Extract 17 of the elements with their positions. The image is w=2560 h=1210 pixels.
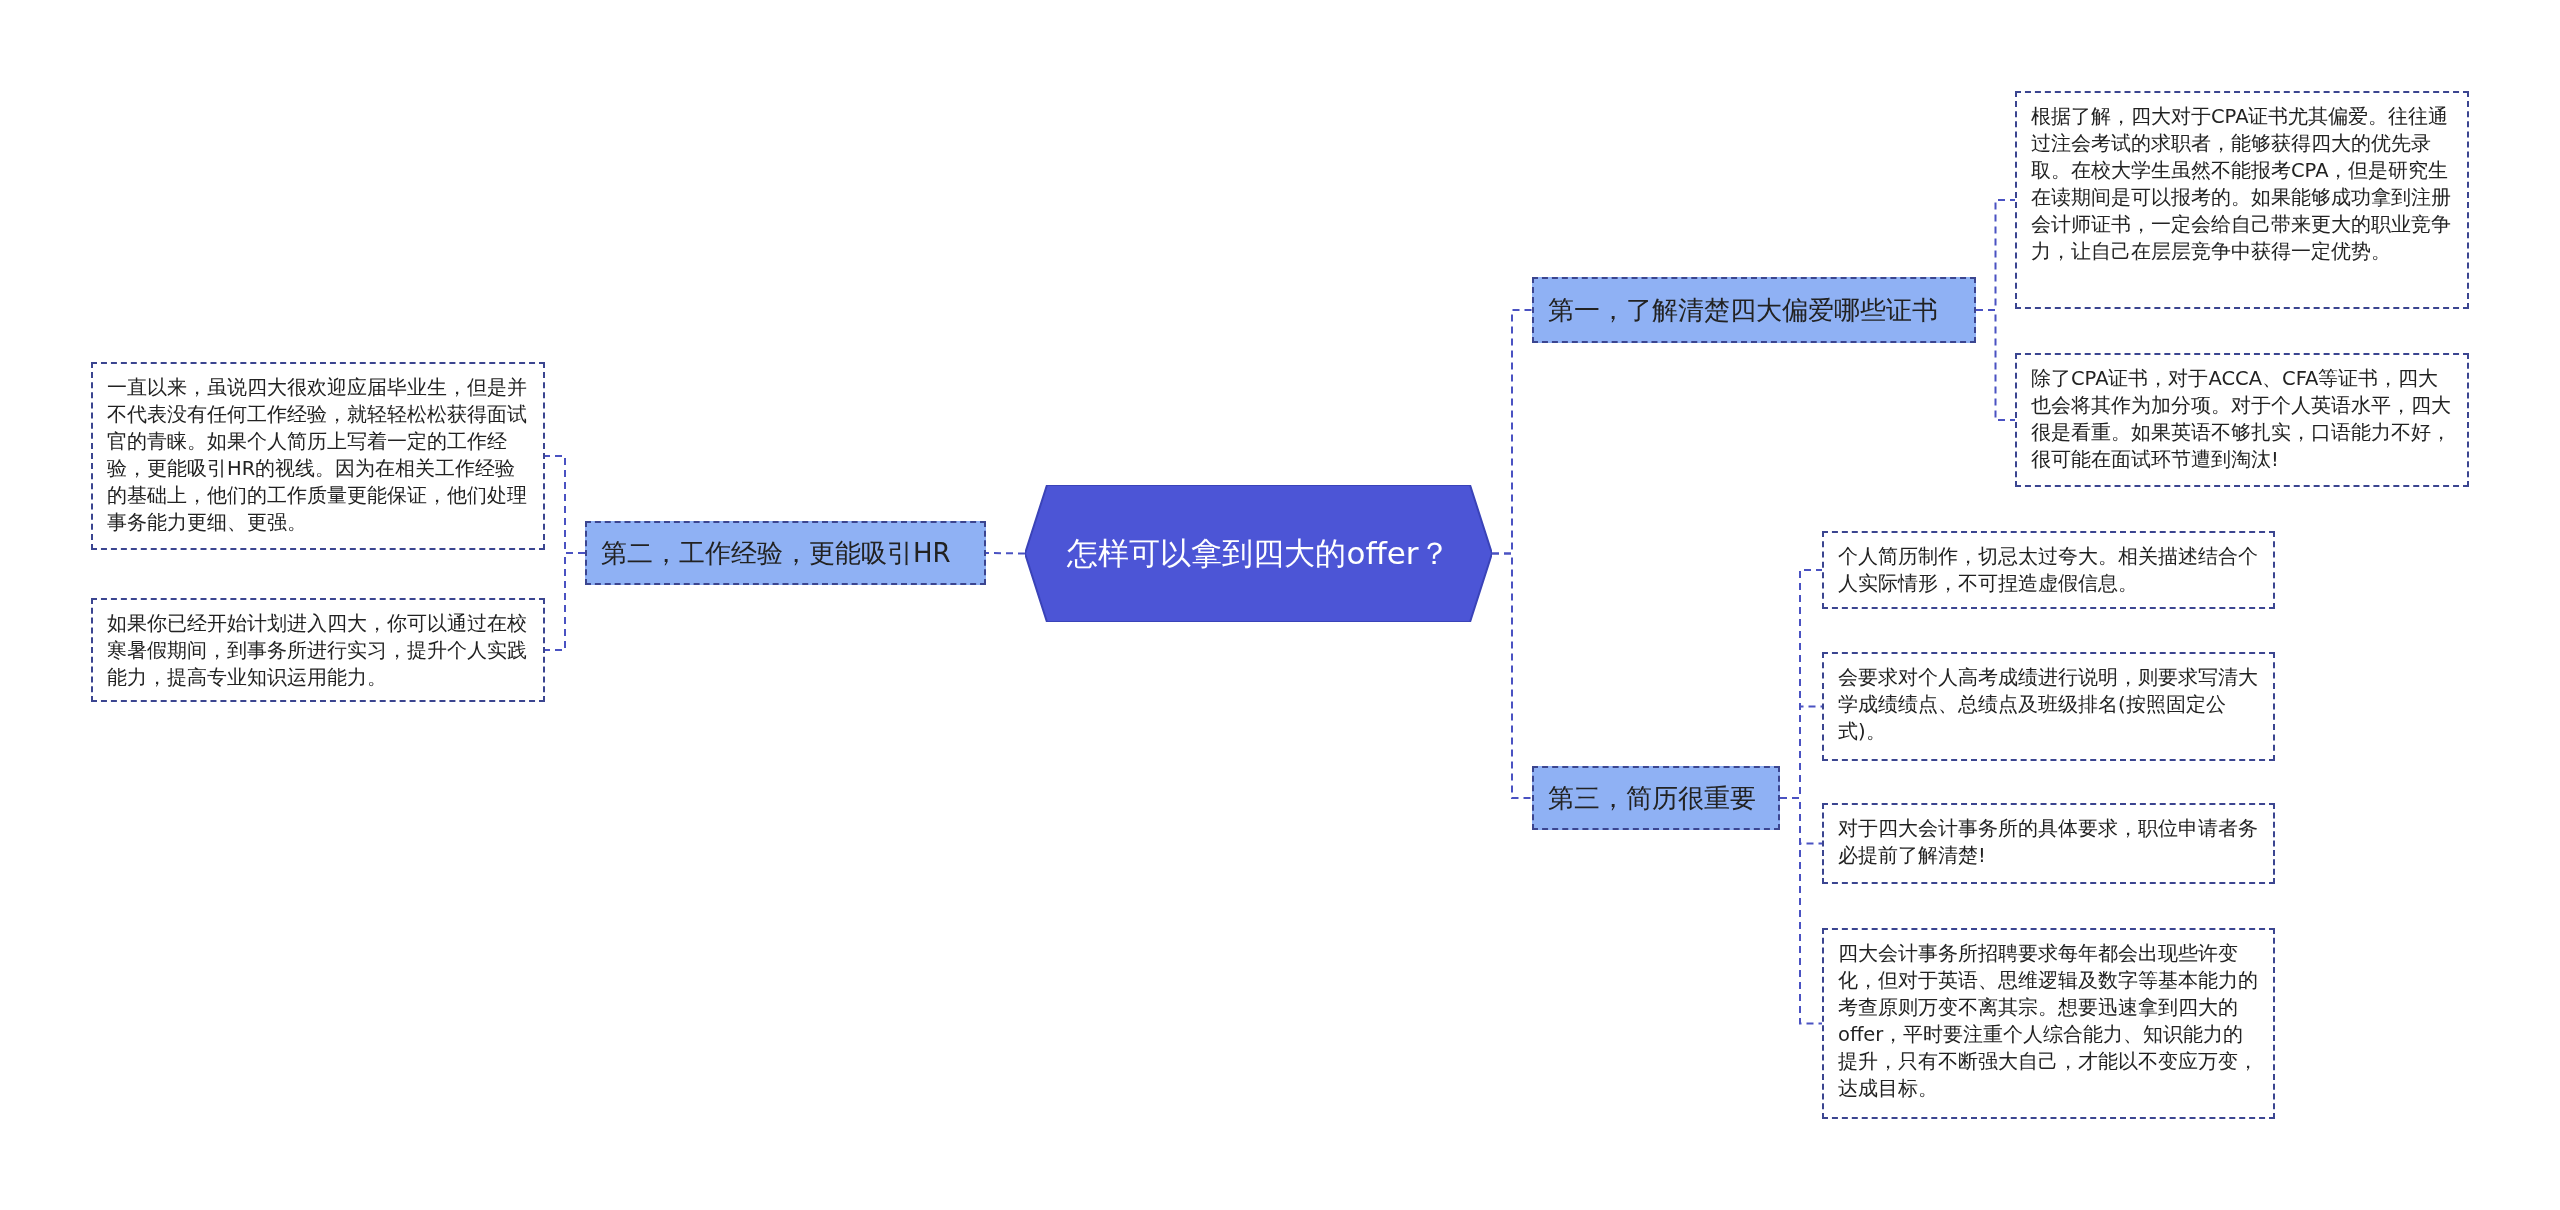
text-card: 对于四大会计事务所的具体要求，职位申请者务必提前了解清楚! xyxy=(1822,803,2275,884)
connector xyxy=(1491,552,1533,799)
connector xyxy=(1975,309,2016,421)
connector xyxy=(985,552,1026,555)
text-card: 一直以来，虽说四大很欢迎应届毕业生，但是并不代表没有任何工作经验，就轻轻松松获得面试官的青睐。如果个人简历上写着一定的工作经验，更能吸引HR的视线。因为在相关工作经验的基础上，他们的工作质量更能保证，他们处理事务能力更细、更强。 xyxy=(91,362,545,550)
branch-topic: 第三，简历很重要 xyxy=(1532,766,1780,830)
text-card: 根据了解，四大对于CPA证书尤其偏爱。往往通过注会考试的求职者，能够获得四大的优先录取。在校大学生虽然不能报考CPA，但是研究生在读期间是可以报考的。如果能够成功拿到注册会计师证书，一定会给自己带来更大的职业竞争力，让自己在层层竞争中获得一定优势。 xyxy=(2015,91,2469,309)
text-card: 如果你已经开始计划进入四大，你可以通过在校寒暑假期间，到事务所进行实习，提升个人实践能力，提高专业知识运用能力。 xyxy=(91,598,545,702)
text-card: 四大会计事务所招聘要求每年都会出现些许变化，但对于英语、思维逻辑及数字等基本能力的考查原则万变不离其宗。想要迅速拿到四大的offer，平时要注重个人综合能力、知识能力的提升，只有不断强大自己，才能以不变应万变，达成目标。 xyxy=(1822,928,2275,1119)
connector xyxy=(1779,797,1823,1025)
text-card: 除了CPA证书，对于ACCA、CFA等证书，四大也会将其作为加分项。对于个人英语水平，四大很是看重。如果英语不够扎实，口语能力不好，很可能在面试环节遭到淘汰! xyxy=(2015,353,2469,487)
connector xyxy=(544,552,586,651)
branch-topic: 第一，了解清楚四大偏爱哪些证书 xyxy=(1532,277,1976,343)
central-topic: 怎样可以拿到四大的offer？ xyxy=(1025,485,1492,622)
text-card: 个人简历制作，切忌太过夸大。相关描述结合个人实际情形，不可捏造虚假信息。 xyxy=(1822,531,2275,609)
text-card: 会要求对个人高考成绩进行说明，则要求写清大学成绩绩点、总绩点及班级排名(按照固定公式)。 xyxy=(1822,652,2275,761)
branch-topic: 第二，工作经验，更能吸引HR xyxy=(585,521,986,585)
